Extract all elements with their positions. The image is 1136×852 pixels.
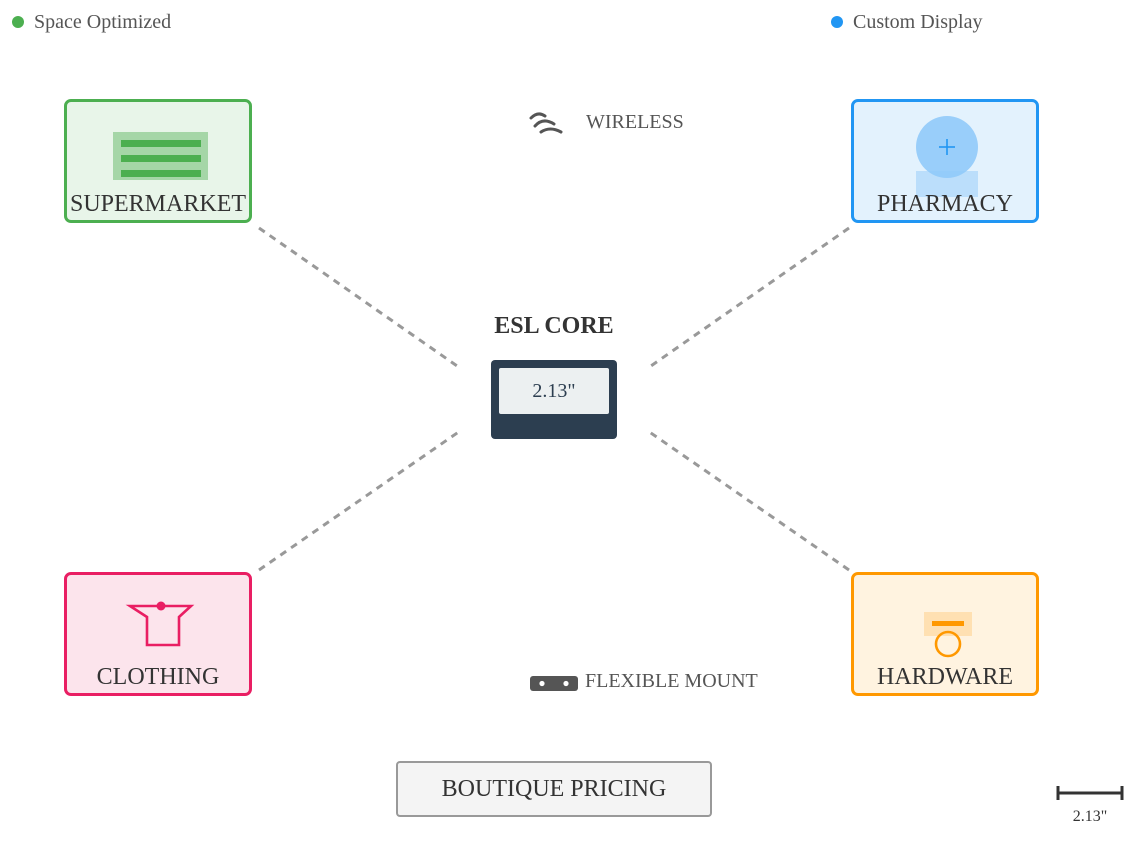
legend-space-optimized: Space Optimized bbox=[12, 10, 171, 34]
store-label: PHARMACY bbox=[876, 191, 1014, 217]
medical-cross-icon bbox=[916, 116, 978, 197]
esl-core-title: ESL CORE bbox=[494, 313, 614, 339]
esl-screen: 2.13" bbox=[499, 368, 609, 414]
connector-pharmacy bbox=[647, 226, 850, 370]
store-label: SUPERMARKET bbox=[69, 191, 247, 217]
esl-device[interactable]: 2.13" bbox=[491, 360, 617, 439]
connector-clothing bbox=[258, 429, 461, 572]
boutique-pricing-button[interactable]: BOUTIQUE PRICING bbox=[396, 761, 712, 817]
store-label: CLOTHING bbox=[96, 664, 220, 690]
connector-hardware bbox=[647, 429, 850, 572]
scale-bar-icon bbox=[1056, 786, 1124, 800]
store-pharmacy[interactable]: PHARMACY bbox=[851, 99, 1039, 223]
green-dot-icon bbox=[12, 16, 24, 28]
flexible-mount-label: FLEXIBLE MOUNT bbox=[585, 670, 758, 692]
mount-rail-icon bbox=[530, 676, 578, 691]
store-clothing[interactable]: CLOTHING bbox=[64, 572, 252, 696]
wifi-icon bbox=[529, 112, 563, 134]
tool-icon bbox=[924, 612, 972, 658]
legend-label: Space Optimized bbox=[34, 11, 172, 33]
store-supermarket[interactable]: SUPERMARKET bbox=[64, 99, 252, 223]
store-label: HARDWARE bbox=[877, 664, 1013, 690]
shirt-icon bbox=[125, 601, 195, 647]
scale-label: 2.13" bbox=[1072, 808, 1108, 825]
blue-dot-icon bbox=[831, 16, 843, 28]
legend-label: Custom Display bbox=[853, 11, 983, 33]
shelf-icon bbox=[113, 132, 208, 180]
store-hardware[interactable]: HARDWARE bbox=[851, 572, 1039, 696]
connector-supermarket bbox=[258, 226, 461, 370]
legend-custom-display: Custom Display bbox=[831, 10, 982, 34]
wireless-label: WIRELESS bbox=[586, 111, 684, 133]
